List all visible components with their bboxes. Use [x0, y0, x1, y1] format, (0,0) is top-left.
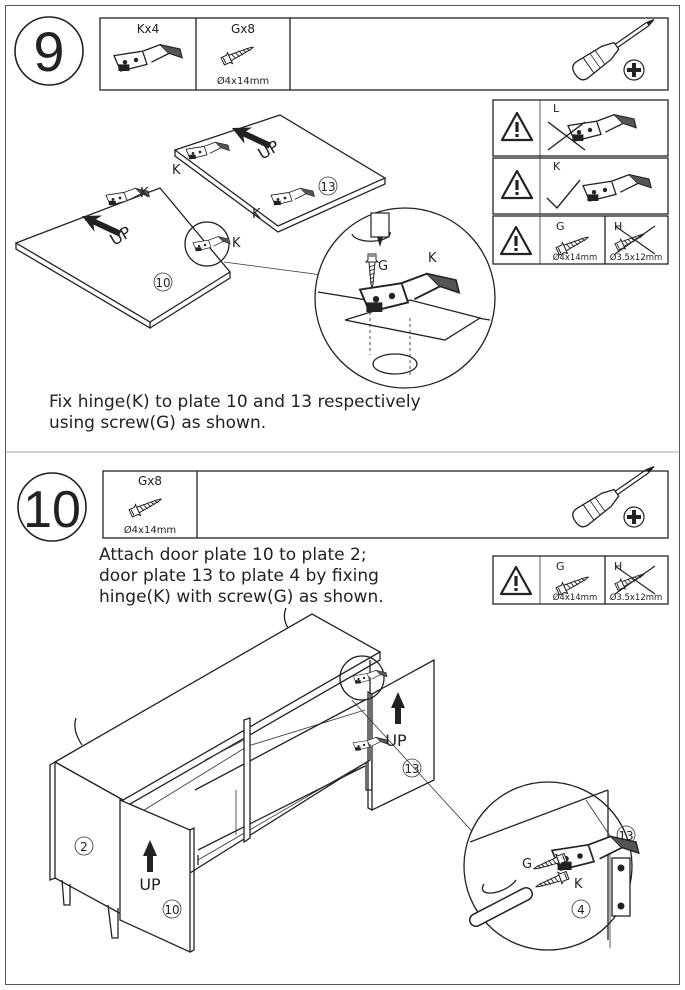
up-arrow-icon [391, 692, 405, 724]
step9-plate-10: UP 10 K K [14, 186, 241, 330]
warning-screw-H-size: Ø3.5x12mm [610, 252, 663, 263]
step9-detail-callout: G K [223, 207, 496, 389]
step10-hinge-callout-circle [339, 655, 385, 701]
step9-detail-hinge-K: K [428, 251, 437, 266]
step10-instruction-line1: Attach door plate 10 to plate 2; [99, 545, 367, 565]
up-arrow-icon [143, 840, 157, 872]
wrong-cross-icon [547, 121, 586, 151]
step9-hinge-K-label-d: K [252, 207, 261, 222]
step10-door-13-label: 13 [404, 762, 419, 776]
hinge-k-icon [582, 173, 652, 202]
step9-part-screw-label: Gx8 [231, 22, 255, 36]
step9-hinge-K-label-a: K [140, 186, 149, 201]
step9-instruction: Fix hinge(K) to plate 10 and 13 respecti… [49, 392, 421, 434]
step9-detail-screw-G: G [378, 259, 388, 274]
step9-parts-box [99, 17, 669, 91]
step10-side-plate-2-label: 2 [80, 840, 88, 854]
step10-part-screw-size: Ø4x14mm [124, 524, 176, 536]
step10-number: 10 [23, 481, 81, 539]
screw-icon [219, 41, 257, 68]
step10-instruction: Attach door plate 10 to plate 2; door pl… [99, 545, 384, 608]
step10-warning-screw-H-size: Ø3.5x12mm [610, 592, 663, 603]
step9-number-badge: 9 [14, 16, 84, 86]
rotate-arrow-icon [481, 879, 517, 894]
step10-up-label-right: UP [385, 731, 407, 750]
phillips-head-icon [623, 506, 645, 528]
warning-hinge-L-label: L [553, 102, 560, 115]
step10-warning-panel: G Ø4x14mm H Ø3.5x12mm [492, 555, 669, 605]
check-mark-icon [546, 179, 581, 210]
step10-detail-hinge-K: K [574, 877, 583, 892]
step9-number: 9 [33, 20, 64, 83]
step9-instruction-line2: using screw(G) as shown. [49, 413, 267, 433]
step10-detail-side-4-label: 4 [577, 903, 585, 917]
step10-warning-screw-G-label: G [556, 560, 565, 573]
phillips-head-icon [623, 59, 645, 81]
phillips-screwdriver-icon [569, 10, 661, 84]
step10-parts-box [102, 470, 669, 539]
warning-icon [500, 169, 534, 200]
warning-hinge-K-label: K [553, 160, 561, 173]
step10-number-badge: 10 [17, 472, 87, 542]
step10-detail-callout: 13 G K 4 [463, 781, 640, 951]
step9-part-screw-size: Ø4x14mm [217, 75, 269, 87]
step10-detail-screw-G: G [522, 857, 532, 872]
step10-up-label-left: UP [139, 875, 161, 894]
step9-plate-13-label: 13 [320, 180, 335, 194]
step10-warning-screw-G-size: Ø4x14mm [553, 592, 598, 603]
step9-hinge-K-label-c: K [172, 163, 181, 178]
warning-screw-H-label: H [614, 220, 622, 233]
step9-plate-13: UP 13 K K [172, 114, 387, 233]
warning-icon [499, 225, 533, 256]
wrong-cross-icon [614, 565, 656, 595]
instruction-page [5, 5, 680, 985]
step9-hinge-K-label-b: K [232, 236, 241, 251]
phillips-screwdriver-icon [569, 457, 661, 531]
hinge-icon [113, 43, 183, 72]
step10-cabinet-drawing: 2 UP 10 UP 13 [49, 607, 481, 954]
step9-instruction-line1: Fix hinge(K) to plate 10 and 13 respecti… [49, 392, 421, 412]
step10-part-screw-label: Gx8 [138, 474, 162, 488]
step10-instruction-line3: hinge(K) with screw(G) as shown. [99, 587, 384, 607]
step9-part-hinge-label: Kx4 [137, 22, 160, 36]
warning-icon [500, 111, 534, 142]
warning-screw-G-label: G [556, 220, 565, 233]
step10-door-10-label: 10 [164, 903, 179, 917]
step9-plate-10-label: 10 [155, 276, 170, 290]
step10-instruction-line2: door plate 13 to plate 4 by fixing [99, 566, 379, 586]
step9-warning-panel: L K G Ø4x14mm H Ø3.5x12mm [492, 99, 669, 265]
wrong-cross-icon [614, 225, 656, 255]
step10-warning-screw-H-label: H [614, 560, 622, 573]
screw-icon [127, 493, 165, 520]
rotate-arrow-icon [351, 231, 391, 242]
warning-screw-G-size: Ø4x14mm [553, 252, 598, 263]
warning-icon [499, 565, 533, 596]
